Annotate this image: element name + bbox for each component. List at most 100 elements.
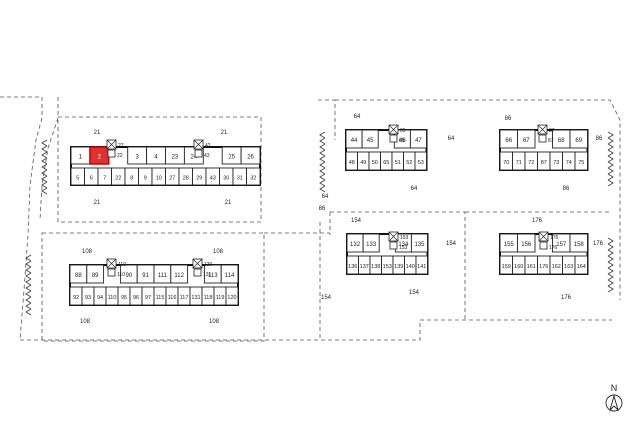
parking-chevron (41, 175, 48, 183)
unit-cell[interactable] (86, 264, 105, 284)
unit-cell[interactable] (220, 264, 239, 284)
unit-label: 2 (98, 155, 102, 161)
unit-label: 96 (133, 295, 139, 301)
unit-cell[interactable] (517, 233, 536, 253)
parking-chevron (41, 187, 48, 195)
unit-label: 69 (575, 138, 582, 144)
unit-label: 25 (228, 155, 235, 161)
stair-label: 130 (204, 262, 213, 268)
lot-label: 154 (321, 295, 332, 301)
parking-chevron (607, 155, 614, 163)
parking-chevron (319, 185, 326, 193)
unit-label: 153 (383, 264, 392, 270)
unit-label: 87 (541, 160, 547, 166)
parking-chevron (319, 143, 326, 151)
parking-chevron (41, 163, 48, 171)
stair-label: 65 (400, 128, 406, 134)
unit-label: 116 (168, 295, 177, 301)
unit-label: 3 (135, 155, 139, 161)
unit-label: 89 (92, 273, 99, 279)
unit-cell[interactable] (246, 167, 261, 186)
lot-label: 86 (563, 186, 570, 192)
unit-cell[interactable] (517, 129, 536, 149)
lot-label: 86 (319, 206, 326, 212)
unit-label: 111 (158, 273, 168, 279)
unit-cell[interactable] (414, 151, 427, 171)
unit-label: 132 (350, 242, 361, 248)
unit-label: 141 (417, 264, 426, 270)
unit-cell[interactable] (415, 255, 428, 275)
lot-label: 64 (411, 186, 418, 192)
lot-label: 21 (94, 130, 101, 136)
unit-label: 134 (398, 242, 409, 248)
unit-label: 164 (577, 264, 586, 270)
parking-chevron (607, 131, 614, 139)
stair-label: 176 (550, 235, 559, 241)
lot-label: 176 (593, 241, 604, 247)
unit-label: 53 (418, 160, 424, 166)
unit-cell[interactable] (170, 264, 189, 284)
unit-label: 133 (366, 242, 377, 248)
unit-label: 28 (183, 176, 189, 182)
parking-chevron (607, 261, 614, 269)
parking-chevron (41, 139, 48, 147)
parking-chevron (25, 278, 32, 286)
parking-chevron (607, 143, 614, 151)
unit-label: 5 (76, 176, 79, 182)
unit-label: 66 (505, 138, 512, 144)
parking-chevron (319, 137, 326, 145)
lot-label: 108 (82, 249, 93, 255)
unit-label: 110 (108, 295, 117, 301)
unit-label: 44 (351, 138, 358, 144)
unit-cell[interactable] (569, 233, 588, 253)
unit-cell[interactable] (362, 233, 380, 253)
unit-label: 136 (348, 264, 357, 270)
parking-chevron (607, 161, 614, 169)
unit-label: 9 (144, 176, 147, 182)
lot-label: 108 (80, 319, 91, 325)
unit-label: 43 (210, 176, 216, 182)
unit-label: 22 (115, 176, 121, 182)
unit-cell[interactable] (569, 129, 588, 149)
unit-label: 75 (578, 160, 584, 166)
unit-cell[interactable] (574, 255, 588, 275)
unit-cell[interactable] (410, 233, 428, 253)
unit-label: 72 (528, 160, 534, 166)
parking-chevron (607, 137, 614, 145)
unit-label: 97 (145, 295, 151, 301)
unit-label: 113 (208, 273, 218, 279)
unit-label: 30 (223, 176, 229, 182)
unit-cell[interactable] (361, 129, 379, 149)
parking-chevron (607, 273, 614, 281)
parking-chevron (319, 149, 326, 157)
unit-cell[interactable] (574, 151, 588, 171)
unit-label: 24 (191, 155, 198, 161)
parking-chevron (607, 237, 614, 245)
unit-label: 23 (172, 155, 179, 161)
unit-cell[interactable] (225, 286, 239, 306)
parking-chevron (41, 157, 48, 165)
parking-chevron (319, 161, 326, 169)
unit-label: 4 (154, 155, 158, 161)
parking-chevron (607, 243, 614, 251)
parking-chevron (319, 155, 326, 163)
unit-cell[interactable] (240, 146, 261, 165)
unit-cell[interactable] (409, 129, 427, 149)
stair-label: 87 (548, 138, 554, 144)
unit-label: 45 (367, 138, 374, 144)
unit-label: 47 (415, 138, 422, 144)
parking-chevron (25, 308, 32, 316)
unit-label: 163 (564, 264, 573, 270)
parking-chevron (25, 284, 32, 292)
parking-chevron (25, 266, 32, 274)
unit-label: 68 (558, 138, 565, 144)
unit-label: 120 (227, 295, 236, 301)
